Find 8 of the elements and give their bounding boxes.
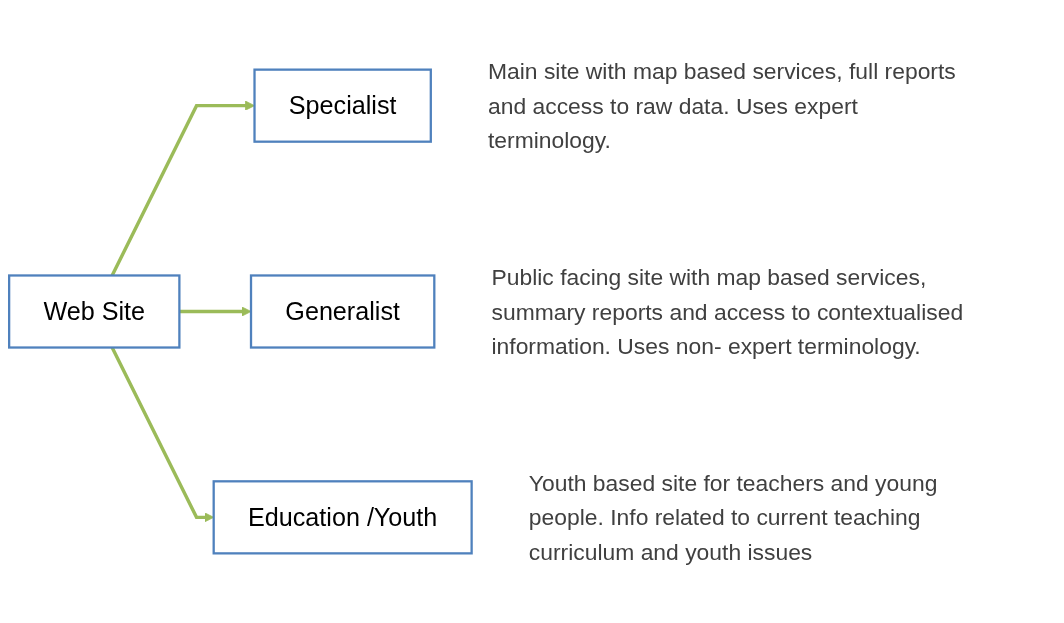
node-box: Web Site (8, 274, 181, 349)
node-label: Youth based site for teachers and young people. Info related to current teaching curriculum and youth issues (528, 470, 938, 565)
node-box: Generalist (249, 274, 436, 349)
arrow (179, 306, 252, 317)
node-label: Main site with map based services, full reports and access to raw data. Uses expert terminology. (487, 58, 956, 153)
node-box: Specialist (253, 68, 432, 143)
node-label: Public facing site with map based services, summary reports and access to contextualised information. Uses non- expert terminology. (491, 264, 964, 359)
node-box: Education /Youth (212, 480, 473, 555)
